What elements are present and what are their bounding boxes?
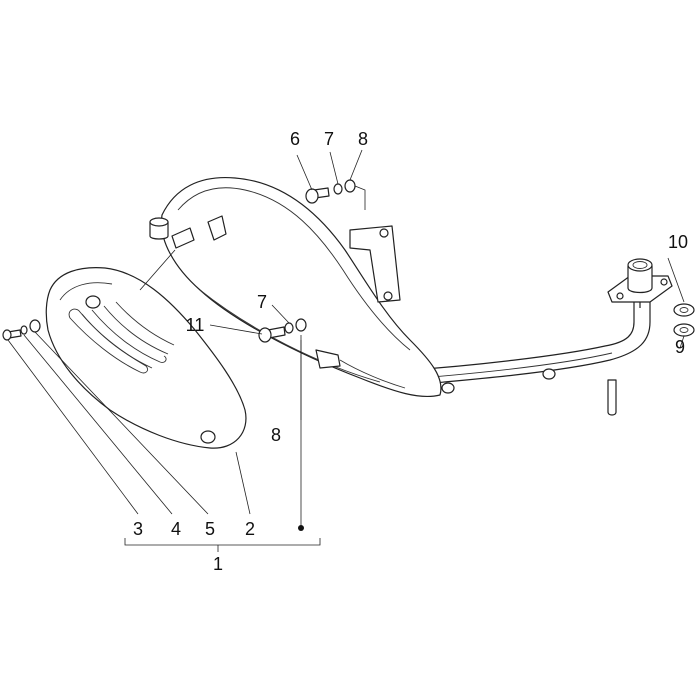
washer-4 [20,325,28,335]
callout-7-top: 7 [324,129,334,149]
muffler-body [149,176,442,398]
callout-4: 4 [171,519,181,539]
reference-dot [298,525,304,531]
callout-6: 6 [290,129,300,149]
callout-1: 1 [213,554,223,574]
screw-6 [305,187,330,204]
callout-9: 9 [675,337,685,357]
heat-guard [45,267,247,449]
callout-10: 10 [668,232,688,252]
washer-8-mid [295,318,307,332]
heat-guard-slots [68,301,175,374]
washer-7-top [333,183,343,195]
callout-2: 2 [245,519,255,539]
washer-10 [673,303,695,317]
callout-7-mid: 7 [257,292,267,312]
leader-lines [7,149,685,552]
callout-numbers: 6 7 8 7 11 8 10 9 3 4 5 2 1 [133,129,688,574]
gasket-9 [673,323,695,337]
washer-8-top [344,179,356,193]
callout-8-mid: 8 [271,425,281,445]
callout-5: 5 [205,519,215,539]
callout-8-top: 8 [358,129,368,149]
washer-7-mid [284,322,294,334]
screw-11 [258,326,286,343]
grommet-5 [29,319,41,333]
screw-3 [2,329,22,341]
callout-3: 3 [133,519,143,539]
callout-11: 11 [186,315,205,335]
exhaust-pipe [409,258,673,416]
